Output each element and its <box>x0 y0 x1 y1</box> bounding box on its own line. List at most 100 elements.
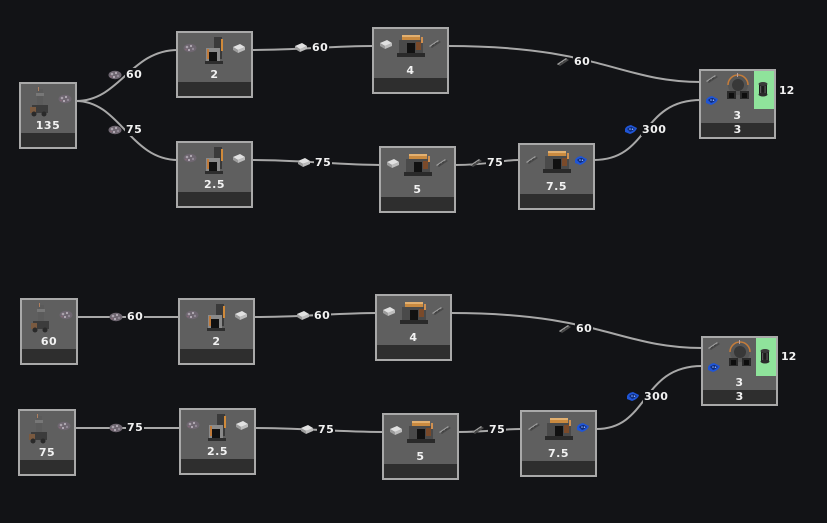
iron-stick-icon <box>428 39 442 49</box>
node-footer <box>178 82 251 96</box>
furnace-icon <box>202 36 228 66</box>
node-final-product[interactable]: 3 3 <box>699 69 776 139</box>
circuit-icon <box>626 391 640 402</box>
product-icon <box>757 81 769 97</box>
node-footer <box>384 464 457 478</box>
node-footer-count: 3 <box>701 123 774 137</box>
node-footer <box>181 459 254 473</box>
node-assembler[interactable]: 4 <box>372 27 449 94</box>
assembler-icon <box>399 300 429 326</box>
iron-stick-icon <box>527 422 541 432</box>
edge-rate: 60 <box>573 55 592 68</box>
edge-label: 60 <box>558 322 594 335</box>
node-footer <box>180 349 253 363</box>
iron-plate-icon <box>389 425 403 436</box>
edge-label: 60 <box>556 55 592 68</box>
assembler-icon <box>544 416 574 442</box>
building-count: 2.5 <box>204 178 225 191</box>
iron-ore-icon <box>183 153 197 163</box>
node-footer <box>22 349 76 363</box>
node-furnace[interactable]: 2.5 <box>179 408 256 475</box>
circuit-icon <box>576 422 590 433</box>
iron-ore-icon <box>108 70 122 80</box>
node-footer <box>178 192 251 206</box>
iron-plate-icon <box>382 306 396 317</box>
edge-rate: 75 <box>125 123 144 136</box>
iron-ore-icon <box>58 94 72 104</box>
assembler-icon <box>542 149 572 175</box>
circuit-icon <box>624 124 638 135</box>
iron-stick-icon <box>471 425 485 435</box>
node-footer <box>520 194 593 208</box>
building-count: 2 <box>210 68 219 81</box>
edge-rate: 75 <box>486 156 505 169</box>
edge-label: 75 <box>109 421 145 434</box>
node-assembler[interactable]: 7.5 <box>520 410 597 477</box>
building-count: 3 <box>733 109 742 122</box>
edge-label: 60 <box>108 68 144 81</box>
edge-rate: 60 <box>126 310 145 323</box>
node-furnace[interactable]: 2 <box>178 298 255 365</box>
node-miner[interactable]: 60 <box>20 298 78 365</box>
building-count: 5 <box>416 450 425 463</box>
iron-ore-icon <box>183 43 197 53</box>
building-count: 75 <box>38 446 56 459</box>
edge-rate: 60 <box>125 68 144 81</box>
node-footer-count: 3 <box>703 390 776 404</box>
output-satisfied <box>756 338 776 376</box>
node-footer <box>522 461 595 475</box>
building-count: 3 <box>735 376 744 389</box>
iron-plate-icon <box>232 153 246 164</box>
iron-stick-icon <box>438 425 452 435</box>
node-assembler[interactable]: 5 <box>379 146 456 213</box>
iron-stick-icon <box>705 74 719 84</box>
iron-stick-icon <box>707 341 721 351</box>
assembler-icon <box>403 152 433 178</box>
node-furnace[interactable]: 2 <box>176 31 253 98</box>
iron-plate-icon <box>232 43 246 54</box>
node-assembler[interactable]: 7.5 <box>518 143 595 210</box>
circuit-icon <box>574 155 588 166</box>
iron-stick-icon <box>556 57 570 67</box>
circuit-icon <box>705 95 719 106</box>
advanced-assembler-icon <box>723 73 753 101</box>
edge-rate: 60 <box>313 309 332 322</box>
iron-ore-icon <box>57 421 71 431</box>
output-rate: 12 <box>781 350 797 363</box>
iron-stick-icon <box>435 158 449 168</box>
iron-ore-icon <box>109 423 123 433</box>
building-count: 2.5 <box>207 445 228 458</box>
node-final-product[interactable]: 3 3 <box>701 336 778 406</box>
node-assembler[interactable]: 5 <box>382 413 459 480</box>
node-footer <box>21 133 75 147</box>
iron-plate-icon <box>300 424 314 435</box>
mining-drill-icon <box>28 87 54 117</box>
building-count: 7.5 <box>546 180 567 193</box>
building-count: 7.5 <box>548 447 569 460</box>
node-assembler[interactable]: 4 <box>375 294 452 361</box>
assembler-icon <box>396 33 426 59</box>
iron-plate-icon <box>379 39 393 50</box>
edge-rate: 300 <box>643 390 670 403</box>
edge-rate: 75 <box>314 156 333 169</box>
iron-stick-icon <box>525 155 539 165</box>
edge-label: 60 <box>109 310 145 323</box>
iron-ore-icon <box>185 310 199 320</box>
building-count: 4 <box>409 331 418 344</box>
node-footer <box>381 197 454 211</box>
building-count: 2 <box>212 335 221 348</box>
node-miner[interactable]: 75 <box>18 409 76 476</box>
iron-stick-icon <box>558 324 572 334</box>
furnace-icon <box>204 303 230 333</box>
node-furnace[interactable]: 2.5 <box>176 141 253 208</box>
assembler-icon <box>406 419 436 445</box>
iron-ore-icon <box>59 310 73 320</box>
iron-plate-icon <box>386 158 400 169</box>
iron-ore-icon <box>109 312 123 322</box>
edge-rate: 60 <box>311 41 330 54</box>
node-miner[interactable]: 135 <box>19 82 77 149</box>
output-rate: 12 <box>779 84 795 97</box>
mining-drill-icon <box>27 414 53 444</box>
building-count: 5 <box>413 183 422 196</box>
circuit-icon <box>707 362 721 373</box>
